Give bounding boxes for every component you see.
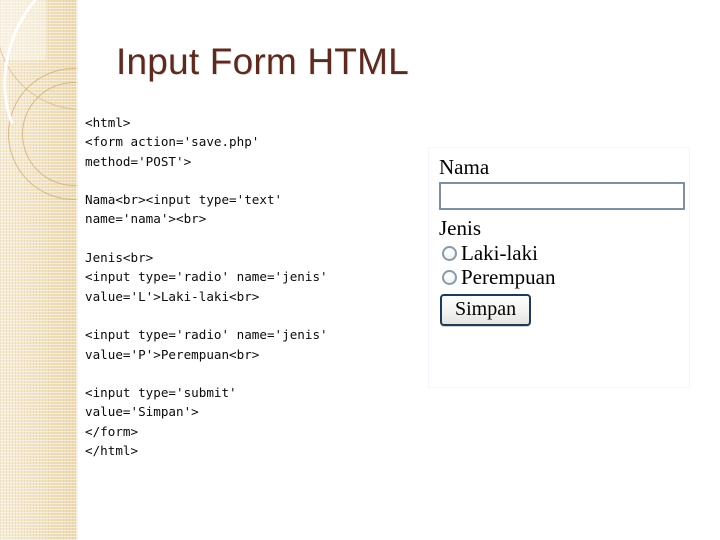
code-line: </html> xyxy=(85,443,139,459)
code-line: <input type='radio' name='jenis' xyxy=(85,327,328,343)
radio-label: Laki-laki xyxy=(461,241,538,265)
code-line: <input type='submit' xyxy=(85,385,237,401)
page-title: Input Form HTML xyxy=(116,41,409,82)
radio-option-laki-laki[interactable]: Laki-laki xyxy=(442,242,685,264)
code-line xyxy=(85,364,415,383)
radio-icon[interactable] xyxy=(442,245,457,261)
nama-input[interactable] xyxy=(439,182,685,210)
code-line: Jenis<br> xyxy=(85,250,154,266)
jenis-label: Jenis xyxy=(439,216,481,240)
nama-label: Nama xyxy=(439,155,490,179)
simpan-submit-button[interactable]: Simpan xyxy=(440,294,532,326)
code-listing: <html> <form action='save.php' method='POS… xyxy=(85,113,415,460)
code-line: </form> xyxy=(85,423,139,439)
code-line: <html> xyxy=(85,115,131,130)
radio-icon[interactable] xyxy=(442,269,457,285)
decorative-left-band xyxy=(0,0,78,540)
code-line xyxy=(85,171,415,190)
code-line: value='P'>Perempuan<br> xyxy=(85,346,260,362)
code-line: value='L'>Laki-laki<br> xyxy=(85,288,260,304)
code-line: name='nama'><br> xyxy=(85,211,207,227)
code-line xyxy=(85,229,415,248)
code-line: <input type='radio' name='jenis' xyxy=(85,269,328,285)
radio-option-perempuan[interactable]: Perempuan xyxy=(442,266,685,288)
code-line xyxy=(85,306,415,325)
radio-label: Perempuan xyxy=(461,265,556,289)
code-line: method='POST'> xyxy=(85,153,192,169)
code-line: <form action='save.php' xyxy=(85,134,260,150)
code-line: Nama<br><input type='text' xyxy=(85,192,283,208)
code-line: value='Simpan'> xyxy=(85,404,199,420)
rendered-form-preview: Nama Jenis Laki-laki Perempuan Simpan xyxy=(428,147,690,388)
band-right-edge xyxy=(76,0,78,540)
